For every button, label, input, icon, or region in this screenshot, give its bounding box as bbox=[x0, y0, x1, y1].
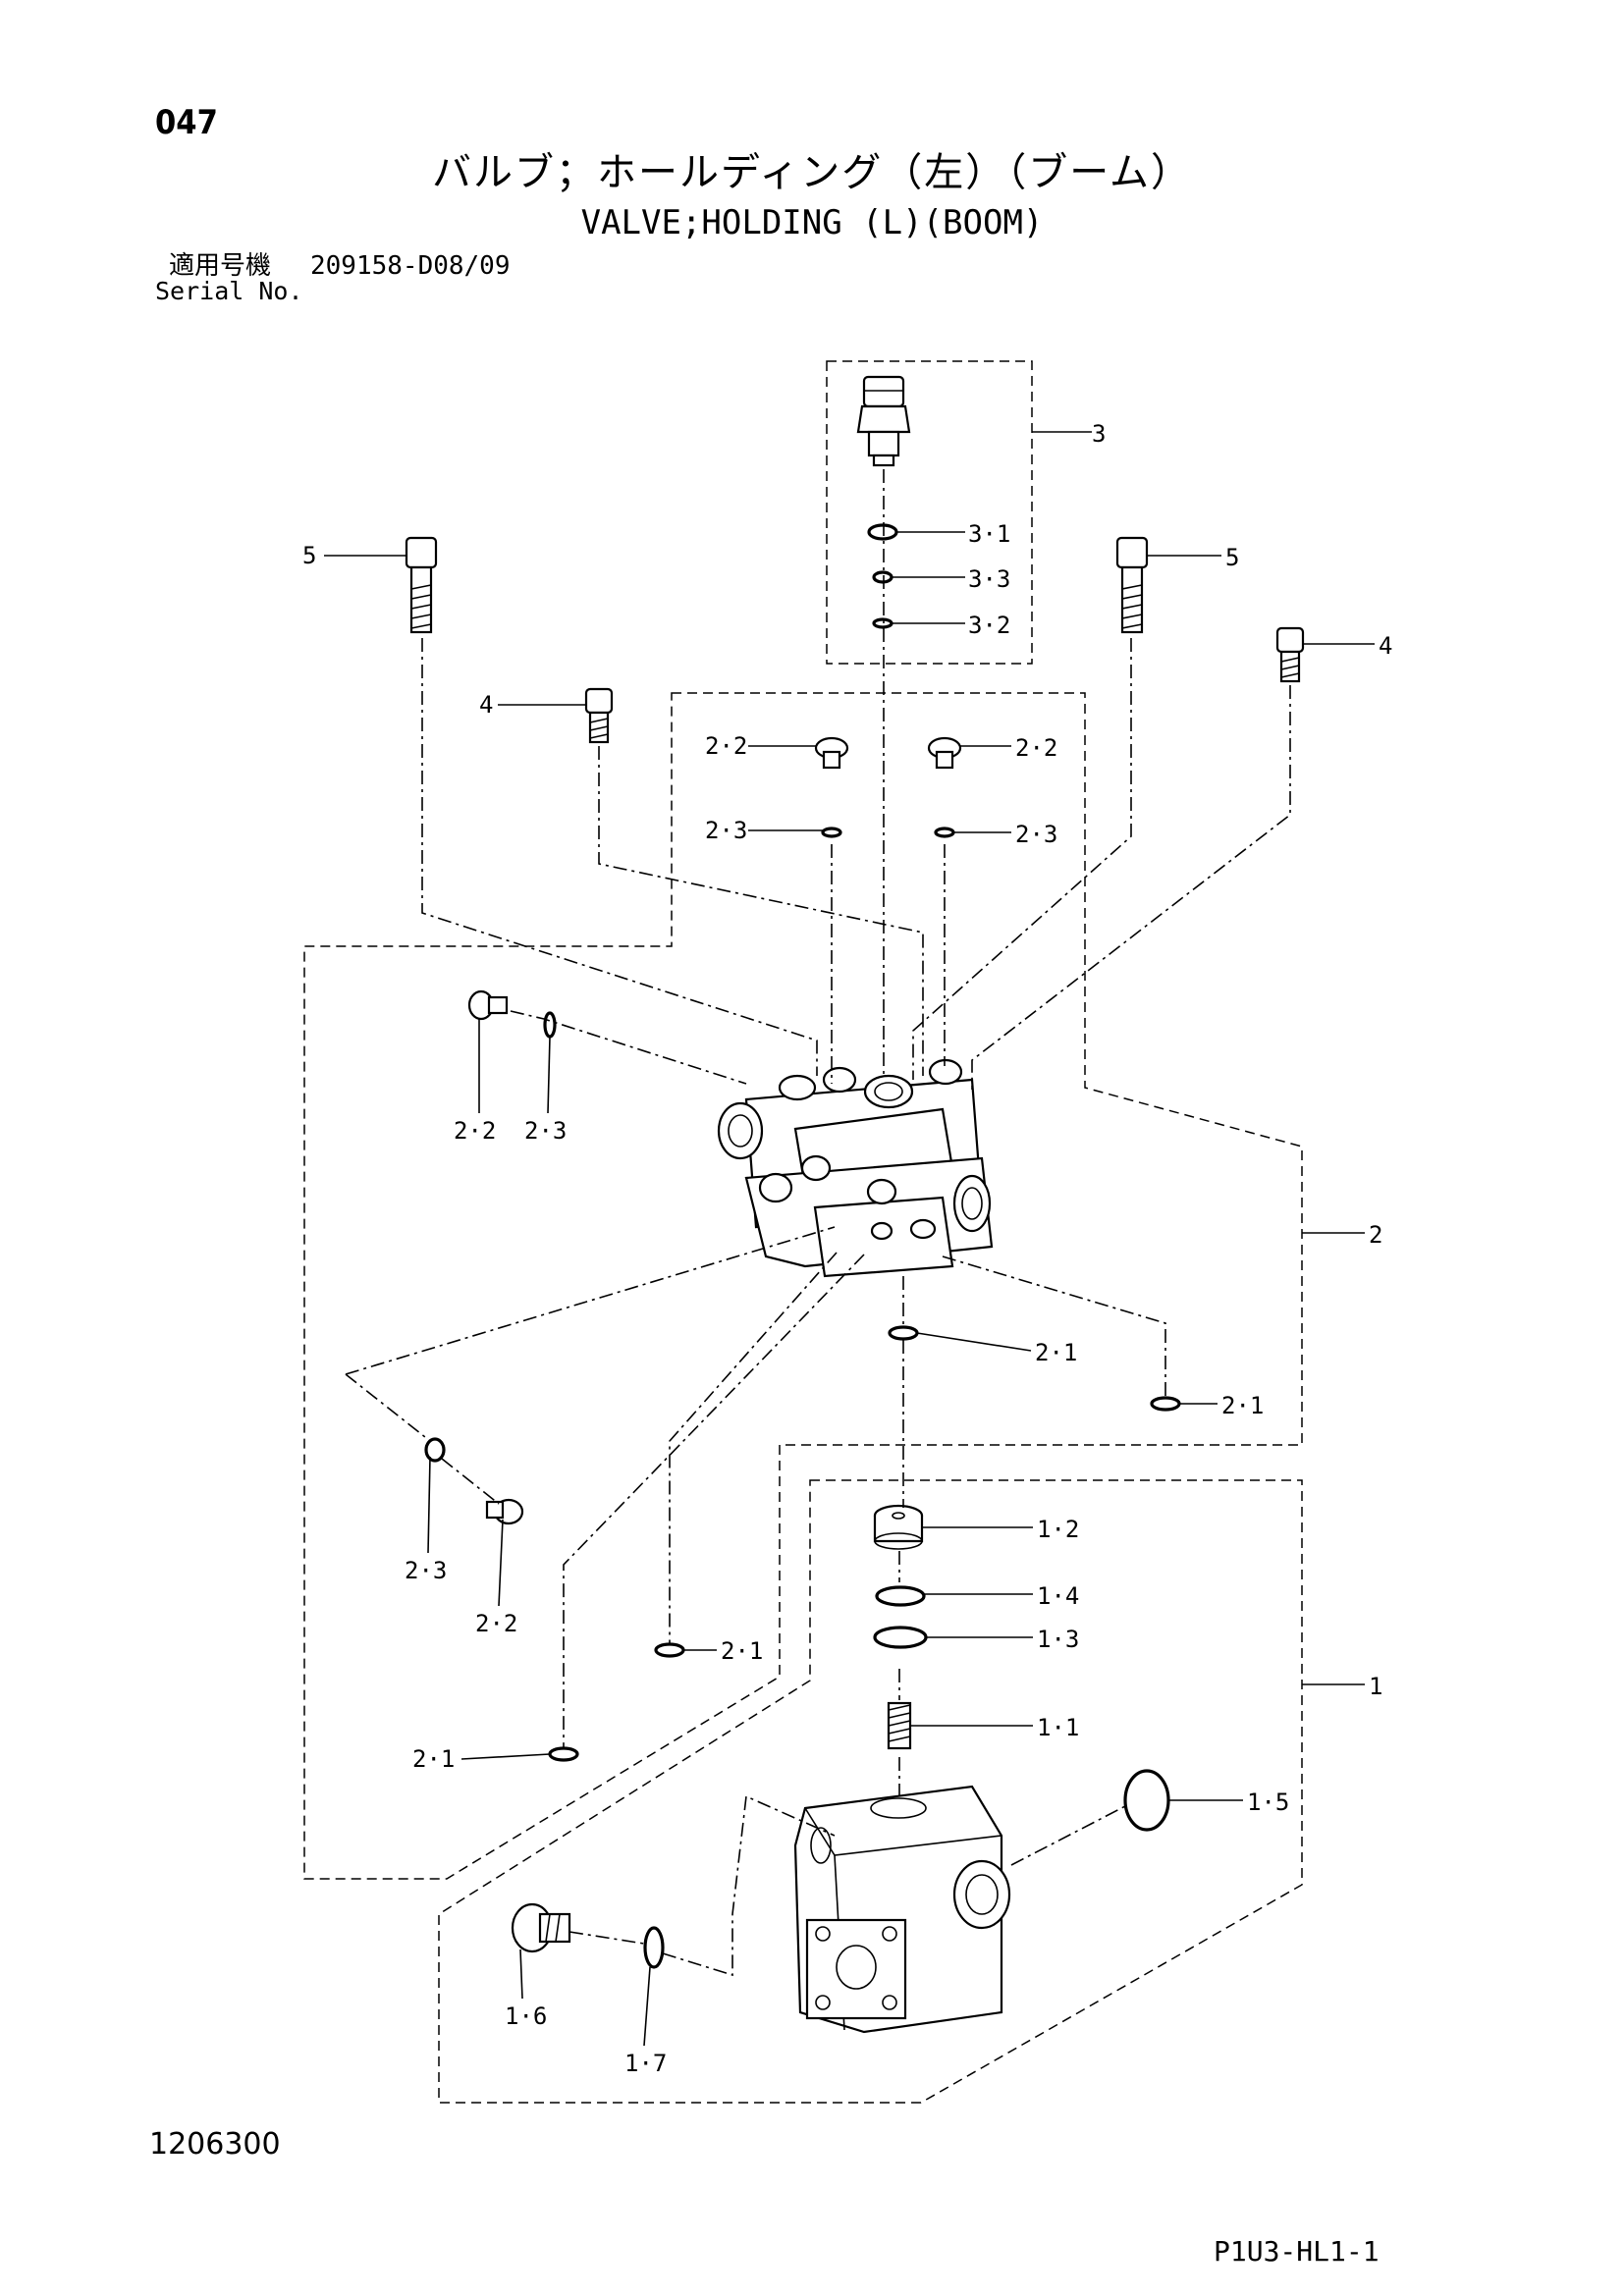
callout-4-right: 4 bbox=[1379, 632, 1392, 660]
part-1-7-oring bbox=[643, 1926, 665, 1969]
page-number: 047 bbox=[155, 103, 218, 142]
part-2-3-oring-lower bbox=[424, 1437, 446, 1463]
serial-label-japanese: 適用号機 bbox=[169, 251, 272, 281]
part-1-2-poppet bbox=[873, 1504, 924, 1550]
part-4-bolt-right bbox=[1275, 626, 1305, 683]
part-3-cartridge bbox=[856, 375, 911, 467]
serial-number-value: 209158-D08/09 bbox=[310, 251, 511, 281]
part-4-bolt-left bbox=[584, 687, 614, 744]
callout-2-2-side: 2·2 bbox=[454, 1117, 496, 1145]
group-box-2-outer bbox=[303, 692, 1303, 1880]
callout-2-1-center: 2·1 bbox=[1035, 1339, 1077, 1366]
serial-label-english: Serial No. bbox=[155, 277, 303, 305]
part-2-3-oring-top-left bbox=[821, 827, 842, 838]
callout-1-2: 1·2 bbox=[1037, 1516, 1079, 1543]
callout-2-2-top-left: 2·2 bbox=[705, 732, 747, 760]
callout-1-1: 1·1 bbox=[1037, 1714, 1079, 1741]
callout-3-3: 3·3 bbox=[968, 565, 1010, 593]
part-2-2-plug-top-left bbox=[814, 736, 849, 770]
group-box-3 bbox=[826, 360, 1033, 665]
callout-2-1-mid: 2·1 bbox=[721, 1637, 763, 1665]
callout-5-left: 5 bbox=[302, 542, 316, 569]
part-2-2-plug-side bbox=[467, 989, 509, 1021]
part-2-3-oring-top-right bbox=[934, 827, 955, 838]
callout-1-6: 1·6 bbox=[505, 2002, 547, 2030]
callout-2-2-top-right: 2·2 bbox=[1015, 734, 1057, 762]
callout-3-1: 3·1 bbox=[968, 520, 1010, 548]
callout-1-4: 1·4 bbox=[1037, 1582, 1079, 1610]
part-5-bolt-right bbox=[1115, 536, 1149, 634]
callout-1-7: 1·7 bbox=[624, 2050, 667, 2077]
part-1-4-backup-ring bbox=[875, 1585, 926, 1607]
part-2-1-oring-mid bbox=[654, 1642, 685, 1658]
part-1-body bbox=[793, 1785, 1011, 2034]
part-2-1-oring-right bbox=[1150, 1396, 1181, 1412]
callout-2-3-top-left: 2·3 bbox=[705, 817, 747, 844]
callout-1: 1 bbox=[1369, 1673, 1382, 1700]
title-japanese: バルブ；ホールディング（左）（ブーム） bbox=[432, 150, 1192, 195]
part-1-6-plug bbox=[511, 1902, 571, 1953]
callout-1-5: 1·5 bbox=[1247, 1789, 1289, 1816]
part-2-2-plug-lower bbox=[485, 1498, 524, 1525]
part-2-1-oring-low bbox=[548, 1746, 579, 1762]
part-2-2-plug-top-right bbox=[927, 736, 962, 770]
callout-5-right: 5 bbox=[1225, 544, 1239, 571]
callout-2-3-side: 2·3 bbox=[524, 1117, 567, 1145]
callout-1-3: 1·3 bbox=[1037, 1626, 1079, 1653]
part-3-2-oring bbox=[872, 617, 893, 629]
callout-3: 3 bbox=[1092, 420, 1106, 448]
callout-2-3-top-right: 2·3 bbox=[1015, 821, 1057, 848]
sheet-reference: P1U3-HL1-1 bbox=[1214, 2235, 1380, 2268]
part-1-1-spring bbox=[887, 1701, 912, 1750]
document-code: 1206300 bbox=[149, 2127, 281, 2162]
part-5-bolt-left bbox=[405, 536, 438, 634]
callout-2-1-right: 2·1 bbox=[1221, 1392, 1264, 1419]
part-2-valve-block bbox=[717, 1058, 994, 1278]
callout-2-1-low: 2·1 bbox=[412, 1745, 455, 1773]
part-2-1-oring-center bbox=[888, 1325, 919, 1341]
part-2-3-oring-side bbox=[543, 1011, 557, 1039]
callout-3-2: 3·2 bbox=[968, 612, 1010, 639]
title-english: VALVE;HOLDING (L)(BOOM) bbox=[580, 203, 1044, 242]
callout-2-2-lower: 2·2 bbox=[475, 1610, 517, 1637]
group-box-1 bbox=[438, 1479, 1303, 2104]
part-3-3-oring bbox=[872, 570, 893, 584]
part-1-3-oring bbox=[873, 1626, 928, 1649]
callout-4-left: 4 bbox=[479, 691, 493, 719]
callout-2: 2 bbox=[1369, 1221, 1382, 1249]
part-1-5-oring bbox=[1123, 1769, 1170, 1832]
callout-2-3-lower: 2·3 bbox=[405, 1557, 447, 1584]
part-3-1-oring bbox=[867, 523, 898, 541]
